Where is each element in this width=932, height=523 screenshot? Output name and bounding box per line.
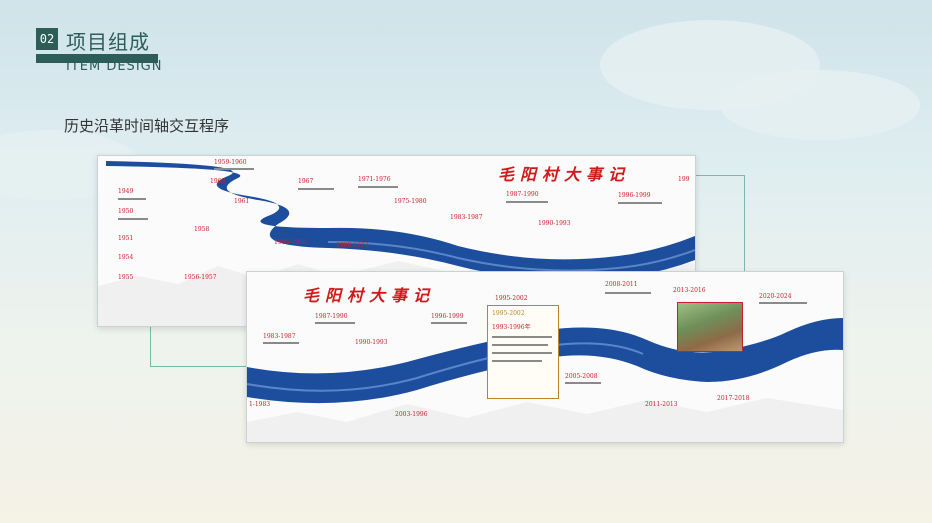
timeline-year: 1967: [298, 178, 314, 185]
timeline-year: 1975-1980: [394, 198, 427, 205]
timeline-year: 1961: [234, 198, 250, 205]
timeline-year: 1983-1987: [450, 214, 483, 221]
connector-line: [690, 175, 745, 272]
timeline-year: 1955: [118, 274, 134, 281]
event-text-line: [263, 342, 299, 344]
timeline-year: 2017-2018: [717, 395, 750, 402]
event-text-line: [315, 322, 355, 324]
event-text-line: [431, 322, 467, 324]
event-text-line: [214, 168, 254, 170]
timeline-year: 1958: [194, 226, 210, 233]
section-number-badge: 02: [36, 28, 58, 50]
timeline-panel-front: 毛阳村大事记 1983-1987 1987-1990 1990-1993 199…: [246, 271, 844, 443]
timeline-year: 1968-1973: [336, 242, 369, 249]
event-text-line: [298, 188, 334, 190]
panel-title: 毛阳村大事记: [303, 286, 436, 305]
timeline-year: 1996-1999: [431, 313, 464, 320]
timeline-year: 1956-1957: [184, 274, 217, 281]
timeline-year: 1987-1990: [315, 313, 348, 320]
title-underline-bar: [36, 54, 158, 63]
event-text-line: [618, 202, 662, 204]
section-title: 项目组成: [66, 30, 150, 54]
popup-text-line: [492, 336, 552, 338]
popup-year: 1995-2002: [492, 310, 525, 317]
cloud-decoration: [720, 70, 920, 140]
event-text-line: [506, 201, 548, 203]
page-subtitle: 历史沿革时间轴交互程序: [64, 117, 230, 135]
timeline-year: 1950: [118, 208, 134, 215]
connector-line: [150, 326, 249, 367]
timeline-year: 1983-1987: [263, 333, 296, 340]
panel-title: 毛阳村大事记: [498, 165, 631, 184]
timeline-year: 2005-2008: [565, 373, 598, 380]
timeline-year: 2011-2013: [645, 401, 678, 408]
timeline-year: 1987-1990: [506, 191, 539, 198]
timeline-year: 1951: [118, 235, 134, 242]
popup-text-line: [492, 360, 542, 362]
event-text-line: [358, 186, 398, 188]
village-photo[interactable]: [677, 302, 743, 352]
event-text-line: [118, 198, 146, 200]
event-text-line: [118, 218, 148, 220]
timeline-detail-popup[interactable]: 1995-2002 1993-1996年: [487, 305, 559, 399]
timeline-year: 1963: [210, 178, 226, 185]
event-text-line: [605, 292, 651, 294]
timeline-year: 2008-2011: [605, 281, 638, 288]
event-text-line: [565, 382, 601, 384]
timeline-year: 199: [678, 176, 690, 183]
timeline-year: 2013-2016: [673, 287, 706, 294]
section-title-english: ITEM DESIGN: [66, 59, 163, 74]
timeline-year: 1954: [118, 254, 134, 261]
timeline-year: 1971-1976: [358, 176, 391, 183]
timeline-year: 1995-2002: [495, 295, 528, 302]
timeline-year: 1990-1993: [355, 339, 388, 346]
timeline-year: 2020-2024: [759, 293, 792, 300]
timeline-year: 1959-1960: [214, 159, 247, 166]
timeline-year: 1990-1993: [538, 220, 571, 227]
timeline-year: 2003-1996: [395, 411, 428, 418]
timeline-year: 1965-1966: [274, 239, 307, 246]
event-text-line: [759, 302, 807, 304]
popup-subyear: 1993-1996年: [492, 324, 531, 331]
timeline-year: 1-1983: [249, 401, 271, 408]
timeline-year: 1996-1999: [618, 192, 651, 199]
popup-text-line: [492, 352, 552, 354]
timeline-year: 1949: [118, 188, 134, 195]
popup-text-line: [492, 344, 548, 346]
